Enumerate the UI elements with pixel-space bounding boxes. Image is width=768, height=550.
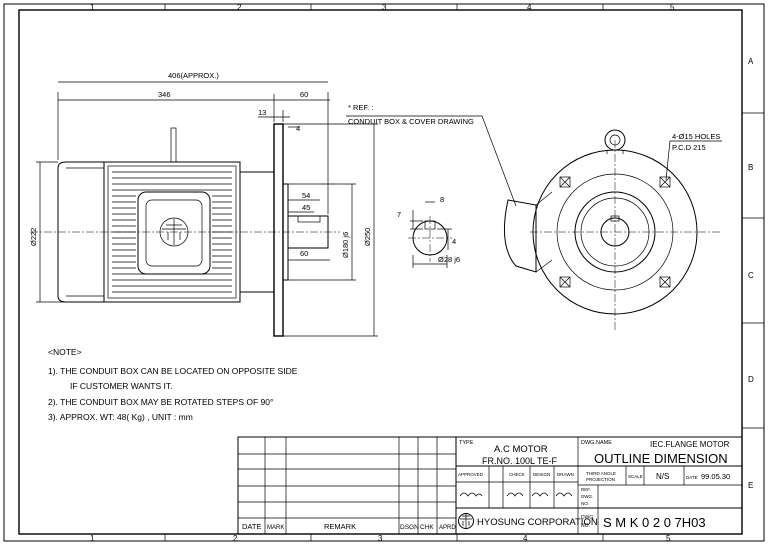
dwg-name-label: DWG.NAME (581, 440, 612, 446)
conduit-ref: CONDUIT BOX & COVER DRAWING (348, 117, 474, 126)
signature-approved (459, 492, 483, 497)
outer-border (3, 3, 765, 542)
dim-shaft-45: 45 (302, 203, 310, 212)
ref-dwg-line2: DWG. (581, 494, 593, 499)
signature-drawn (555, 492, 573, 497)
rev-aprd-header: APRD (439, 525, 456, 531)
dim-key-depth: 7 (397, 210, 401, 219)
dim-key-4: 4 (452, 237, 456, 246)
ref-dwg-line3: NO. (581, 501, 589, 506)
dim-shaft-54: 54 (302, 191, 310, 200)
shaft-section-view: 8 7 4 Ø28 j6 (397, 195, 460, 268)
grid-row-a: A (748, 57, 754, 66)
design-label: DESIGN (533, 472, 550, 477)
dwg-name-small: IEC.FLANGE MOTOR (650, 440, 730, 449)
type-line1: A.C MOTOR (494, 444, 548, 455)
company-name: HYOSUNG CORPORATION (477, 517, 598, 528)
dim-key-width: 8 (440, 195, 444, 204)
dim-body-length: 346 (158, 90, 171, 99)
type-line2: FR.NO. 100L TE-F (482, 456, 558, 466)
dim-overall-length: 406(APPROX.) (168, 71, 219, 80)
grid-col-2-bottom: 2 (233, 534, 238, 543)
grid-row-b: B (748, 163, 753, 172)
check-label: CHECK (509, 472, 525, 477)
holes-note: 4-Ø15 HOLES (672, 132, 720, 141)
grid-col-1: 1 (90, 3, 95, 12)
motor-side-view: 406(APPROX.) 346 60 13 4 54 45 60 Ø222 Ø… (29, 71, 378, 337)
rev-chk-header: CHK (420, 524, 434, 531)
title-block (455, 436, 743, 535)
scale-value: N/S (656, 472, 669, 481)
ref-dwg-line1: REF. (581, 487, 591, 492)
dim-spigot-dia: Ø180 j6 (341, 232, 350, 258)
dwg-no-value: S M K 0 2 0 7H03 (603, 515, 706, 530)
date-value: 99.05.30 (701, 472, 730, 481)
projection-line1: THIRD ANGLE (586, 471, 616, 476)
pcd-note: P.C.D 215 (672, 143, 706, 152)
rev-remark-header: REMARK (324, 522, 356, 531)
signature-design (531, 492, 549, 497)
date-label: DATE (686, 475, 698, 480)
hyosung-logo-icon (458, 513, 474, 529)
dim-shaft-60: 60 (300, 249, 308, 258)
grid-col-3: 3 (382, 3, 387, 12)
dwg-no-label2: NO. (581, 523, 590, 529)
ref-label: * REF. : (348, 103, 373, 112)
motor-front-view: * REF. : CONDUIT BOX & COVER DRAWING 4-Ø… (346, 103, 722, 330)
dwg-name-big: OUTLINE DIMENSION (594, 451, 728, 466)
dwg-no-label1: DWG. (581, 515, 595, 521)
dim-flange-thickness: 13 (258, 108, 266, 117)
note-2: 2). THE CONDUIT BOX MAY BE ROTATED STEPS… (48, 396, 274, 407)
grid-col-5-bottom: 5 (666, 534, 671, 543)
drawn-label: DRAWN (557, 472, 574, 477)
grid-row-d: D (748, 375, 754, 384)
dim-shaft-dia: Ø28 j6 (438, 255, 460, 264)
dim-spigot: 4 (296, 124, 300, 133)
dim-flange-offset: 60 (300, 90, 308, 99)
grid-ticks (164, 4, 764, 541)
rev-date-header: DATE (242, 522, 261, 531)
scale-label: SCALE (628, 474, 643, 479)
dim-flange-dia: Ø250 (363, 228, 372, 246)
notes-heading: <NOTE> (48, 347, 82, 357)
rev-mark-header: MARK (267, 525, 284, 531)
grid-row-e: E (748, 481, 753, 490)
grid-col-3-bottom: 3 (378, 534, 383, 543)
note-3: 3). APPROX. WT: 48( Kg) , UNIT : mm (48, 412, 193, 422)
grid-col-2: 2 (237, 3, 242, 12)
notes-block: <NOTE> 1). THE CONDUIT BOX CAN BE LOCATE… (48, 345, 297, 426)
grid-col-1-bottom: 1 (90, 534, 95, 543)
note-1b: IF CUSTOMER WANTS IT. (70, 381, 173, 391)
grid-col-4: 4 (527, 3, 532, 12)
grid-col-5: 5 (670, 3, 675, 12)
dim-height-dia: Ø222 (29, 228, 38, 246)
grid-col-4-bottom: 4 (523, 534, 528, 543)
type-label: TYPE (459, 440, 474, 446)
grid-row-c: C (748, 271, 754, 280)
approved-label: APPROVED (458, 472, 484, 477)
revision-table (237, 436, 457, 535)
note-1: 1). THE CONDUIT BOX CAN BE LOCATED ON OP… (48, 365, 298, 376)
signature-check (506, 492, 524, 497)
projection-line2: PROJECTION (586, 477, 615, 482)
rev-dsgn-header: DSGN (400, 524, 419, 531)
